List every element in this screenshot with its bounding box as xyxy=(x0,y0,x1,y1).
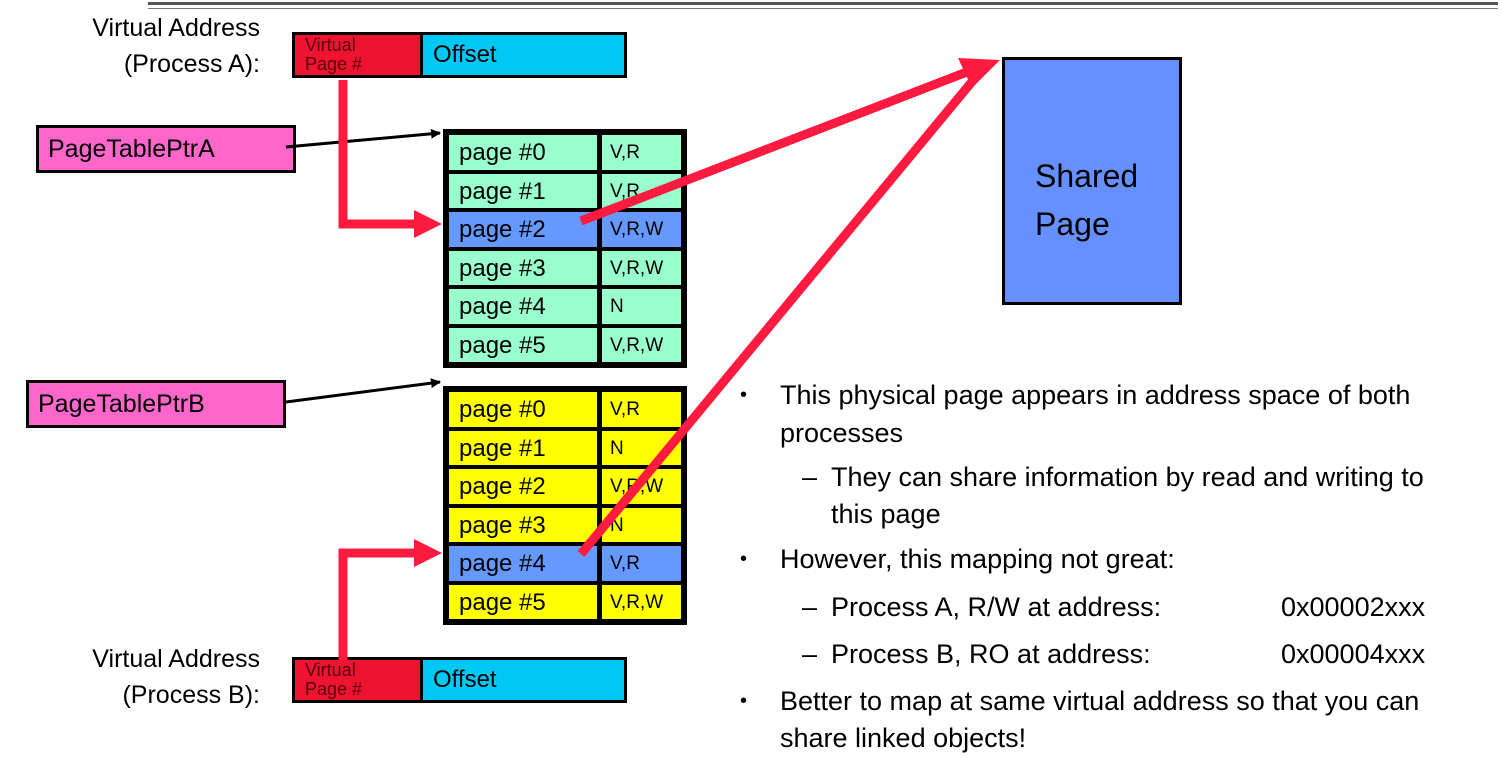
va-b-offset: Offset xyxy=(423,660,624,700)
bullet-2-sub2-addr: 0x00004xxx xyxy=(1281,639,1426,669)
page-name: page #5 xyxy=(448,583,598,620)
shared-page-line1: Shared xyxy=(1035,158,1139,194)
va-a-label: Virtual Address (Process A): xyxy=(10,10,260,82)
page-name: page #3 xyxy=(448,506,598,543)
va-a-label-line1: Virtual Address xyxy=(92,14,260,42)
page-bits: V,R,W xyxy=(601,211,682,248)
vpn-b-arrow xyxy=(338,548,418,660)
bullet-dot-icon: • xyxy=(740,548,748,570)
bullet-dot-icon: • xyxy=(740,690,748,712)
page-name: page #1 xyxy=(448,172,598,209)
top-rule xyxy=(148,2,1498,5)
bullet-1-line1: This physical page appears in address sp… xyxy=(780,380,1411,410)
bullet-2-sub1-text: Process A, R/W at address: xyxy=(831,592,1162,622)
page-name: page #2 xyxy=(448,468,598,505)
table-row: page #2V,R,W xyxy=(448,468,682,505)
page-name: page #5 xyxy=(448,326,598,363)
page-table-ptr-a: PageTablePtrA xyxy=(36,125,296,173)
bullet-2-text: However, this mapping not great: xyxy=(780,544,1175,574)
va-b-box: Virtual Page # Offset xyxy=(292,657,627,703)
shared-arrow-b xyxy=(577,75,979,557)
page-name: page #4 xyxy=(448,288,598,325)
dash-icon: – xyxy=(802,462,818,492)
page-name: page #3 xyxy=(448,249,598,286)
page-name: page #4 xyxy=(448,545,598,582)
shared-page-line2: Page xyxy=(1035,206,1110,242)
page-bits: V,R,W xyxy=(601,249,682,286)
va-b-label-line1: Virtual Address xyxy=(92,645,260,673)
bullet-2-sub1-addr: 0x00002xxx xyxy=(1281,592,1426,622)
shared-arrow-a xyxy=(579,65,974,226)
va-a-vpn-line2: Page # xyxy=(305,54,363,74)
va-b-vpn-line2: Page # xyxy=(305,679,363,699)
top-rule-thin xyxy=(148,8,1498,9)
ptr-a-arrow xyxy=(285,128,441,149)
dash-icon: – xyxy=(802,639,818,669)
page-name: page #2 xyxy=(448,211,598,248)
page-name: page #1 xyxy=(448,429,598,466)
page-bits: V,R xyxy=(601,391,682,428)
page-bits: N xyxy=(601,288,682,325)
shared-arrowhead xyxy=(958,58,1000,88)
va-a-label-line2: (Process A): xyxy=(123,50,260,78)
vpn-a-arrowhead xyxy=(414,210,442,238)
va-b-vpn-line1: Virtual xyxy=(305,660,356,680)
page-bits: V,R,W xyxy=(601,326,682,363)
vpn-a-arrow xyxy=(338,80,418,229)
va-b-label-line2: (Process B): xyxy=(122,681,260,709)
bullet-3-line2: share linked objects! xyxy=(780,723,1027,753)
bullet-1-line2: processes xyxy=(780,418,904,448)
page-name: page #0 xyxy=(448,134,598,171)
bullet-dot-icon: • xyxy=(740,384,748,406)
bullet-1-sub-line1: They can share information by read and w… xyxy=(831,462,1424,492)
shared-page: Shared Page xyxy=(1002,57,1182,305)
va-a-vpn-line1: Virtual xyxy=(305,35,356,55)
page-bits: V,R,W xyxy=(601,583,682,620)
bullet-1-sub-line2: this page xyxy=(831,499,941,529)
page-table-b: page #0V,R page #1N page #2V,R,W page #3… xyxy=(443,386,687,625)
dash-icon: – xyxy=(802,592,818,622)
vpn-b-arrowhead xyxy=(414,539,442,567)
bullet-2-sub2-text: Process B, RO at address: xyxy=(831,639,1151,669)
page-bits: V,R xyxy=(601,545,682,582)
va-a-vpn: Virtual Page # xyxy=(295,35,423,75)
va-a-offset: Offset xyxy=(423,35,624,75)
page-table-ptr-b: PageTablePtrB xyxy=(26,380,286,428)
page-bits: V,R xyxy=(601,134,682,171)
page-bits: V,R xyxy=(601,172,682,209)
ptr-b-arrow xyxy=(285,378,441,404)
va-b-label: Virtual Address (Process B): xyxy=(10,641,260,713)
page-name: page #0 xyxy=(448,391,598,428)
va-a-box: Virtual Page # Offset xyxy=(292,32,627,78)
va-b-vpn: Virtual Page # xyxy=(295,660,423,700)
bullet-3-line1: Better to map at same virtual address so… xyxy=(780,686,1420,716)
